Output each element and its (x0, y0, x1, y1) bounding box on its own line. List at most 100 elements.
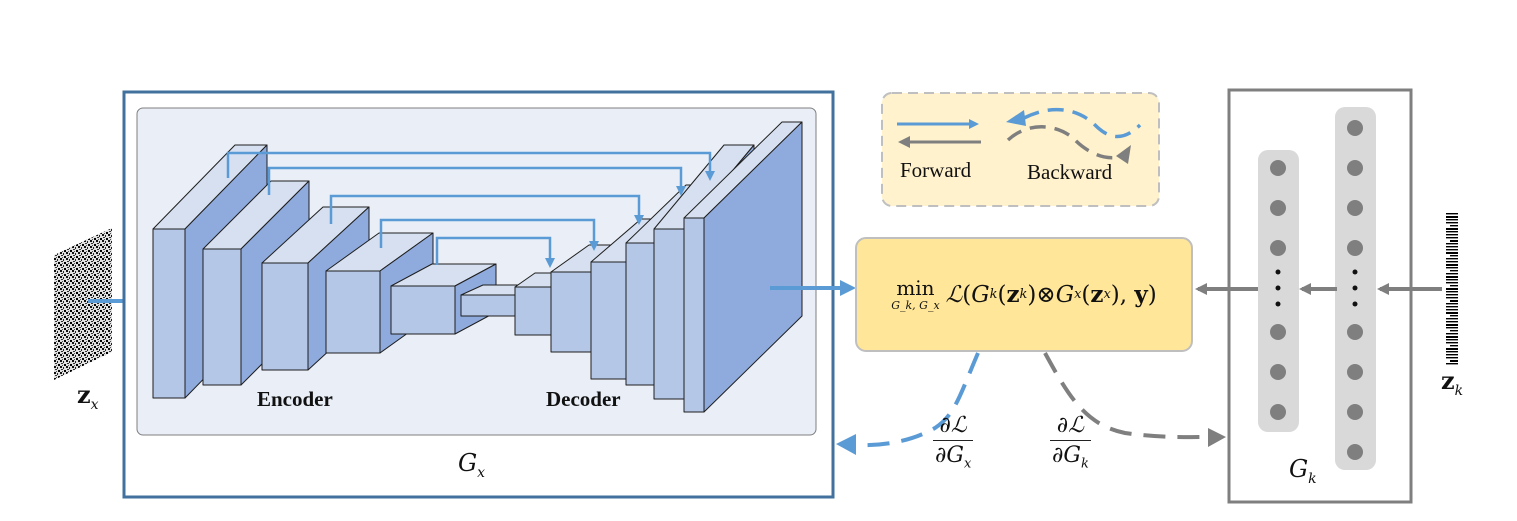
skip-connection-5 (435, 236, 555, 268)
input-k-bar (1446, 363, 1458, 365)
input-k-bar (1446, 321, 1458, 323)
input-k-bar (1446, 222, 1458, 224)
input-k-bar (1446, 309, 1458, 311)
unet-blocks (152, 121, 803, 413)
legend-backward-gray-head (1116, 145, 1131, 164)
mlp-layer-1-node-6 (1270, 404, 1286, 420)
decoder-label: Decoder (546, 387, 621, 411)
input-k-bar (1446, 282, 1458, 284)
input-k-bar (1446, 234, 1458, 236)
skip-connection-4 (379, 218, 599, 251)
mlp-layer-2-node-3 (1347, 200, 1363, 216)
mlp-layer-1-ellipsis-3 (1275, 301, 1281, 307)
input-k-bar (1446, 333, 1458, 335)
mlp-layer-2-ellipsis-2 (1352, 285, 1358, 291)
mlp-layer-1-node-5 (1270, 364, 1286, 380)
legend-box (881, 92, 1160, 207)
decoder-block-3-front (590, 261, 628, 380)
decoder-block-6-front (683, 217, 705, 413)
skip-connection-1 (226, 151, 715, 181)
input-k-bar (1446, 348, 1458, 350)
mlp-layer-1-ellipsis-2 (1275, 285, 1281, 291)
input-k-bar (1446, 336, 1458, 338)
objective-min: min G_k, G_x (891, 276, 940, 312)
input-k-bar (1446, 231, 1458, 233)
input-k-bar (1446, 243, 1458, 245)
encoder-block-5-front (390, 285, 456, 335)
input-k-bar (1446, 276, 1458, 278)
mlp-layer-2-ellipsis-3 (1352, 301, 1358, 307)
decoder-block-1-front (514, 286, 552, 336)
gradient-x-arrowhead (836, 434, 856, 455)
mlp-layer-2-node-1 (1347, 120, 1363, 136)
input-k-bar (1446, 354, 1458, 356)
input-k-bar (1446, 324, 1458, 326)
encoder-block-3-front (261, 262, 309, 371)
legend-forward-label: Forward (900, 158, 972, 182)
skip-connection-3 (329, 194, 644, 225)
input-k-bar (1446, 237, 1458, 239)
noise-input-x (54, 228, 112, 380)
decoder-block-5-front (653, 228, 685, 400)
input-k-bar (1446, 351, 1458, 353)
input-k-bar (1450, 285, 1458, 287)
input-k-bar (1446, 216, 1458, 218)
input-k-bar (1450, 345, 1458, 347)
legend-backward-label: Backward (1027, 160, 1113, 184)
mlp-layer-1-node-1 (1270, 160, 1286, 176)
input-k-bar (1450, 315, 1458, 317)
input-k-bar (1446, 246, 1458, 248)
generator-k-label: Gk (1289, 455, 1317, 487)
encoder-block-4-front (325, 270, 381, 354)
input-k-bar (1450, 225, 1458, 227)
input-k-bar (1446, 327, 1458, 329)
input-k-bar (1446, 306, 1458, 308)
mlp-nodes (1270, 120, 1363, 460)
input-k-bar (1450, 360, 1458, 362)
input-k-vector (1446, 213, 1458, 365)
objective-box (855, 237, 1193, 352)
input-k-bar (1446, 297, 1458, 299)
legend-backward-blue-head (1006, 110, 1026, 126)
legend-backward-curve-blue (1023, 107, 1142, 139)
input-k-bar (1446, 339, 1458, 341)
mlp-layer-1 (1258, 150, 1299, 432)
input-k-bar (1446, 318, 1458, 320)
input-k-bar (1446, 342, 1458, 344)
input-k-bar (1446, 213, 1458, 215)
mlp-layer-1-node-4 (1270, 324, 1286, 340)
gradient-x-label: ∂ℒ ∂Gx (933, 413, 974, 472)
input-k-bar (1446, 312, 1458, 314)
skip-connections (226, 151, 715, 268)
decoder-block-4-front (625, 242, 657, 386)
skip-connection-2 (267, 166, 686, 196)
mlp-layer-2-node-5 (1347, 324, 1363, 340)
input-k-bar (1450, 255, 1458, 257)
input-k-bar (1446, 252, 1458, 254)
mlp-layer-2-ellipsis-1 (1352, 269, 1358, 275)
mlp-layer-2-node-4 (1347, 240, 1363, 256)
input-k-bar (1446, 249, 1458, 251)
input-k-label: zk (1441, 366, 1464, 399)
encoder-block-1-front (152, 228, 186, 399)
generator-k-frame (1227, 88, 1413, 504)
input-k-bar (1446, 258, 1458, 260)
mlp-layer-2-node-2 (1347, 160, 1363, 176)
bottleneck-block-front (460, 294, 516, 317)
gradient-k-label: ∂ℒ ∂Gk (1050, 413, 1091, 472)
input-k-bar (1446, 288, 1458, 290)
encoder-label: Encoder (257, 387, 333, 411)
input-k-bar (1446, 303, 1458, 305)
input-k-bar (1446, 294, 1458, 296)
input-k-bar (1446, 273, 1458, 275)
input-k-bar (1446, 264, 1458, 266)
mlp-layer-1-node-3 (1270, 240, 1286, 256)
input-x-label: zx (77, 380, 99, 413)
input-k-bar (1450, 240, 1458, 242)
input-k-bar (1446, 357, 1458, 359)
generator-x-label: Gx (458, 449, 486, 481)
gradient-x-backward-path (839, 352, 980, 448)
legend-backward-curve-gray (1006, 125, 1125, 160)
